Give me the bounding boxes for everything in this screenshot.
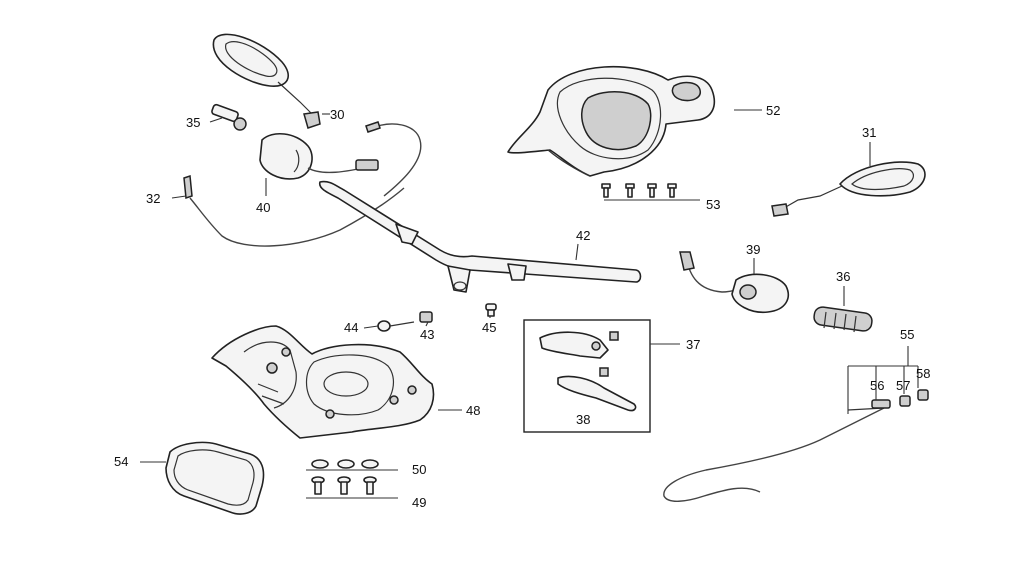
callout-30: 30 — [330, 107, 344, 122]
callout-43: 43 — [420, 327, 434, 342]
screws-49 — [311, 476, 377, 495]
bolt-35 — [211, 103, 247, 131]
nut-43 — [419, 311, 433, 323]
callout-57: 57 — [896, 378, 910, 393]
callout-40: 40 — [256, 200, 270, 215]
screw-44 — [377, 320, 415, 332]
handlebar — [318, 180, 642, 293]
callout-48: 48 — [466, 403, 480, 418]
meter-lens-frame — [165, 441, 265, 515]
screw-45 — [485, 303, 497, 317]
callout-37: 37 — [686, 337, 700, 352]
screws-53 — [601, 183, 677, 198]
lever-bracket-37 — [539, 331, 619, 377]
leader-lines — [140, 109, 919, 499]
right-mirror — [771, 161, 926, 217]
callout-56: 56 — [870, 378, 884, 393]
left-switch-housing — [259, 133, 379, 180]
callout-44: 44 — [344, 320, 358, 335]
callout-31: 31 — [862, 125, 876, 140]
lower-handlebar-cover — [211, 325, 435, 439]
callout-42: 42 — [576, 228, 590, 243]
left-mirror — [212, 33, 321, 129]
callout-35: 35 — [186, 115, 200, 130]
callout-38: 38 — [576, 412, 590, 427]
callout-32: 32 — [146, 191, 160, 206]
callout-labels: 30 31 32 35 36 37 38 39 40 42 43 44 45 4… — [114, 103, 930, 510]
callout-39: 39 — [746, 242, 760, 257]
right-switch-housing — [679, 251, 790, 314]
callout-45: 45 — [482, 320, 496, 335]
callout-58: 58 — [916, 366, 930, 381]
washers-50 — [311, 459, 379, 469]
callout-49: 49 — [412, 495, 426, 510]
lever-assembly-box — [523, 319, 651, 433]
callout-53: 53 — [706, 197, 720, 212]
callout-36: 36 — [836, 269, 850, 284]
callout-55: 55 — [900, 327, 914, 342]
throttle-cable-55 — [663, 389, 929, 502]
cable-end-fitting — [365, 121, 381, 133]
callout-54: 54 — [114, 454, 128, 469]
upper-handlebar-cover — [507, 65, 716, 177]
throttle-grip — [813, 306, 873, 333]
callout-52: 52 — [766, 103, 780, 118]
callout-50: 50 — [412, 462, 426, 477]
throttle-cable-upper — [371, 123, 422, 197]
brake-lever-38 — [557, 375, 637, 412]
